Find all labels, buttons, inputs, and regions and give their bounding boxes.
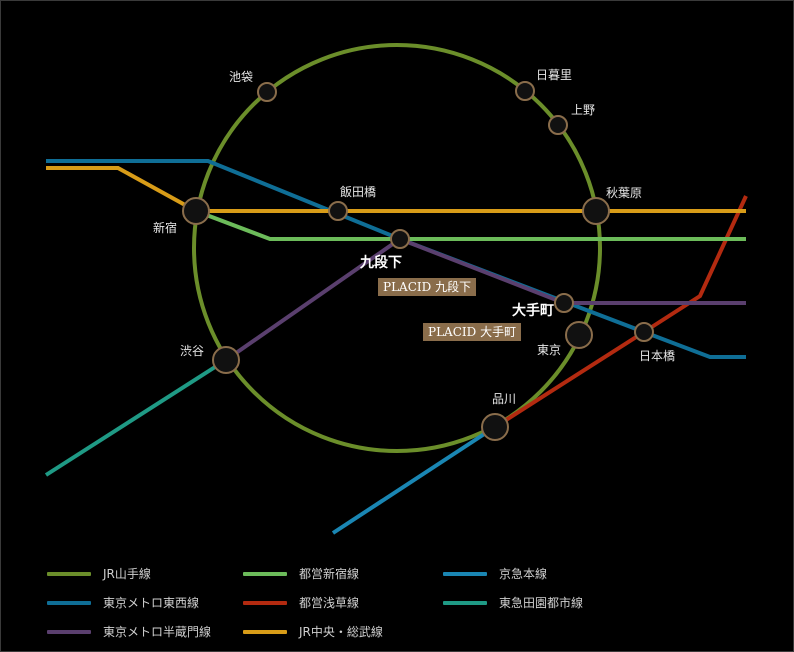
legend-item-toei-shinjuku: 都営新宿線 [243, 565, 359, 582]
station-label-shinagawa: 品川 [492, 392, 516, 406]
legend-item-jr-chuo-sobu: JR中央・総武線 [243, 623, 383, 640]
line-keikyu [331, 425, 497, 535]
legend-item-toei-asakusa: 都営浅草線 [243, 594, 359, 611]
legend-item-tokyo-metro-tozai: 東京メトロ東西線 [47, 594, 199, 611]
station-label-akihabara: 秋葉原 [606, 186, 642, 200]
station-label-shibuya: 渋谷 [180, 344, 204, 358]
station-label-tokyo: 東京 [537, 343, 561, 357]
station-label-iidabashi: 飯田橋 [340, 184, 376, 199]
station-label-shinjuku: 新宿 [153, 220, 177, 235]
station-label-nihonbashi: 日本橋 [639, 349, 675, 363]
station-label-nippori: 日暮里 [536, 68, 572, 82]
line-tokyo-metro-hanzomon [224, 236, 746, 362]
station-tokyo-marker[interactable] [565, 321, 593, 349]
line-toei-shinjuku [195, 209, 746, 241]
legend-item-tokyu-denentoshi: 東急田園都市線 [443, 594, 583, 611]
line-toei-asakusa [493, 195, 748, 429]
legend-swatch [443, 600, 487, 605]
legend-label: 都営浅草線 [299, 596, 360, 610]
station-ueno-marker[interactable] [548, 115, 568, 135]
legend-label: JR中央・総武線 [299, 625, 383, 639]
station-label-kudanshita: 九段下 [359, 254, 402, 271]
station-iidabashi-marker[interactable] [328, 201, 348, 221]
station-label-otemachi: 大手町 [512, 302, 554, 319]
legend-label: 東京メトロ半蔵門線 [103, 625, 212, 639]
station-kudanshita-marker[interactable] [390, 229, 410, 249]
legend-label: 東急田園都市線 [499, 596, 584, 610]
legend-swatch [443, 571, 487, 576]
legend-item-tokyo-metro-hanzomon: 東京メトロ半蔵門線 [47, 623, 211, 640]
station-nippori-marker[interactable] [515, 81, 535, 101]
legend-swatch [243, 629, 287, 634]
placid-kudanshita-tag[interactable]: PLACID 九段下 [378, 278, 477, 296]
legend-swatch [243, 571, 287, 576]
station-nihonbashi-marker[interactable] [634, 322, 654, 342]
station-akihabara-marker[interactable] [582, 197, 610, 225]
legend-swatch [243, 600, 287, 605]
station-shinagawa-marker[interactable] [481, 413, 509, 441]
legend-swatch [47, 600, 91, 605]
station-label-ueno: 上野 [571, 103, 595, 117]
legend-label: JR山手線 [103, 567, 151, 581]
station-otemachi-marker[interactable] [554, 293, 574, 313]
legend-item-keikyu: 京急本線 [443, 565, 547, 582]
legend-label: 東京メトロ東西線 [103, 596, 200, 610]
legend-swatch [47, 571, 91, 576]
placid-otemachi-tag[interactable]: PLACID 大手町 [423, 323, 522, 341]
legend-label: 都営新宿線 [299, 567, 360, 581]
station-shinjuku-marker[interactable] [182, 197, 210, 225]
legend-item-jr-yamanote: JR山手線 [47, 565, 151, 582]
line-jr-chuo-sobu [46, 166, 746, 213]
line-jr-yamanote [192, 43, 602, 453]
legend-label: 京急本線 [499, 567, 548, 581]
station-ikebukuro-marker[interactable] [257, 82, 277, 102]
station-label-ikebukuro: 池袋 [229, 70, 253, 84]
legend-swatch [47, 629, 91, 634]
line-tokyu-denentoshi [44, 358, 228, 477]
station-shibuya-marker[interactable] [212, 346, 240, 374]
